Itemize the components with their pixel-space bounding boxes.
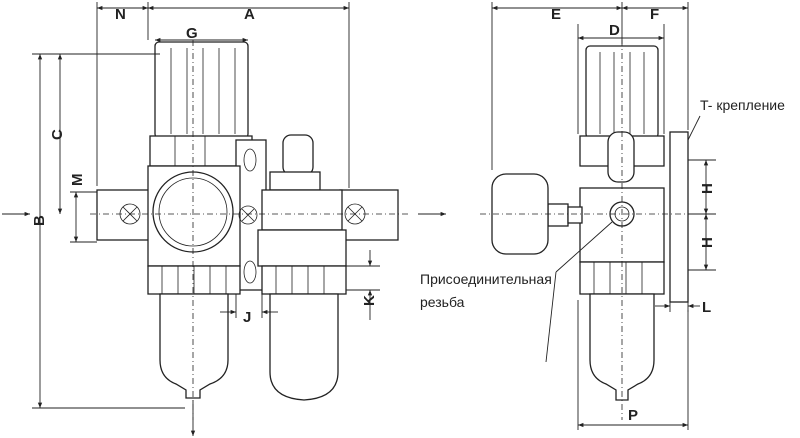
dim-label-j: J	[243, 309, 251, 326]
port-thread-note-line1: Присоединительная	[420, 271, 552, 287]
lubricator-collar	[261, 265, 347, 295]
lubricator-adjuster	[269, 171, 321, 191]
side-view	[480, 40, 700, 420]
t-mount-leader	[687, 115, 701, 141]
side-bonnet	[607, 131, 635, 183]
dim-label-m: M	[69, 174, 86, 187]
lubricator-sight-dome	[282, 134, 314, 176]
regulator-knob	[154, 41, 249, 139]
t-mount-bracket	[669, 131, 689, 303]
port-thread-note-line2: резьба	[420, 294, 465, 310]
lubricator-bowl	[269, 293, 339, 401]
right-port-block	[339, 189, 399, 241]
filter-bowl	[159, 293, 229, 399]
port-leader	[545, 221, 613, 363]
side-bowl	[589, 293, 655, 401]
dim-label-n: N	[115, 6, 126, 23]
t-mount-note: T- крепление	[700, 97, 785, 113]
dim-label-f: F	[650, 6, 659, 23]
dim-label-p: P	[628, 407, 638, 424]
left-port-block	[96, 189, 156, 241]
lubricator-neck	[257, 229, 347, 267]
front-dimensions	[32, 2, 380, 409]
dim-label-h-upper: H	[699, 183, 716, 194]
dim-label-e: E	[551, 6, 561, 23]
dim-label-a: A	[244, 6, 255, 23]
dim-label-l: L	[702, 299, 711, 316]
dim-label-d: D	[609, 22, 620, 39]
dim-label-g: G	[186, 25, 198, 42]
front-view	[2, 40, 446, 436]
dim-label-k: K	[361, 295, 378, 306]
side-dimensions	[491, 2, 716, 430]
gauge-stem	[547, 203, 569, 227]
dim-label-c: C	[49, 129, 66, 140]
dim-label-h-lower: H	[699, 237, 716, 248]
dim-label-b: B	[31, 215, 48, 226]
center-screw	[238, 205, 258, 225]
lubricator-body	[261, 189, 343, 231]
